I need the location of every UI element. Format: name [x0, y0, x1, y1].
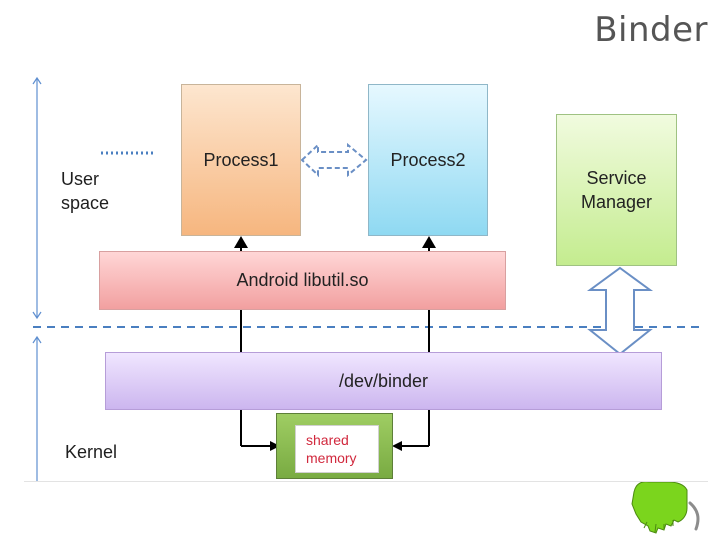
bottom-divider [24, 481, 708, 482]
user-space-axis [32, 76, 42, 320]
dev-binder-box: /dev/binder [105, 352, 662, 410]
process2-box: Process2 [368, 84, 488, 236]
ipc-double-arrow [300, 142, 368, 178]
process1-box: Process1 [181, 84, 301, 236]
green-hand-icon [631, 481, 700, 534]
process1-label: Process1 [203, 149, 279, 170]
user-space-label-line-1: User [61, 169, 100, 189]
service-manager-label: Service Manager [581, 166, 652, 214]
service-manager-arrow [586, 266, 654, 356]
kernel-label: Kernel [65, 442, 118, 462]
kernel-axis [32, 335, 42, 481]
service-manager-box: Service Manager [556, 114, 677, 266]
dev-binder-label: /dev/binder [338, 370, 429, 391]
page-title: Binder [594, 10, 708, 50]
service-manager-line-1: Service [586, 168, 647, 188]
android-libutil-box: Android libutil.so [99, 251, 506, 310]
shared-memory-line-2: memory [306, 450, 357, 466]
shared-memory-line-1: shared [306, 432, 349, 448]
user-space-label: User space [61, 167, 109, 215]
android-libutil-label: Android libutil.so [236, 270, 369, 290]
user-space-label-line-2: space [61, 193, 110, 213]
process2-label: Process2 [390, 149, 466, 170]
service-manager-line-2: Manager [580, 192, 653, 212]
shared-memory-label: shared memory [295, 425, 379, 473]
